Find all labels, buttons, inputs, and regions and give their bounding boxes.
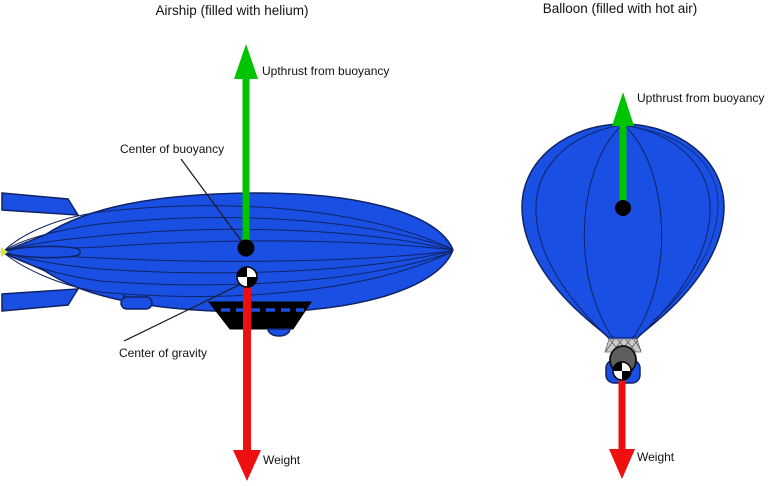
balloon-gore-lines bbox=[535, 124, 719, 342]
airship-tail-fin-lower bbox=[1, 288, 80, 312]
weight-arrow-airship bbox=[233, 278, 261, 481]
balloon-upthrust-label: Upthrust from buoyancy bbox=[637, 91, 764, 105]
airship-tail-fin-upper bbox=[1, 192, 80, 216]
airship-title: Airship (filled with helium) bbox=[155, 3, 308, 18]
airship-figure: Upthrust from buoyancy Center of buoyanc… bbox=[0, 3, 454, 481]
center-of-gravity-marker-airship bbox=[236, 266, 258, 288]
airship-tail-stabilizer bbox=[0, 245, 81, 259]
airship-seam-lines bbox=[3, 205, 453, 297]
weight-arrow-balloon bbox=[609, 374, 635, 479]
balloon-figure: Upthrust from buoyancy Weight Balloon (f… bbox=[521, 1, 764, 479]
airship-tail-accent bbox=[1, 247, 8, 257]
leader-line-center-of-gravity bbox=[123, 283, 242, 342]
upthrust-arrow-balloon bbox=[612, 92, 634, 207]
airship-engine-pod bbox=[120, 295, 153, 310]
center-of-buoyancy-marker-balloon bbox=[615, 200, 631, 216]
center-of-gravity-marker-balloon bbox=[612, 361, 632, 381]
balloon-title: Balloon (filled with hot air) bbox=[543, 1, 698, 16]
upthrust-arrow-airship bbox=[234, 44, 258, 250]
airship-gondola bbox=[207, 301, 312, 337]
balloon-weight-label: Weight bbox=[637, 450, 675, 464]
airship-center-of-buoyancy-label: Center of buoyancy bbox=[120, 142, 224, 156]
center-of-buoyancy-marker-airship bbox=[237, 239, 255, 257]
airship-center-of-gravity-label: Center of gravity bbox=[119, 346, 207, 360]
leader-line-center-of-buoyancy bbox=[180, 158, 243, 243]
airship-upthrust-label: Upthrust from buoyancy bbox=[262, 64, 389, 78]
airship-weight-label: Weight bbox=[263, 453, 301, 467]
